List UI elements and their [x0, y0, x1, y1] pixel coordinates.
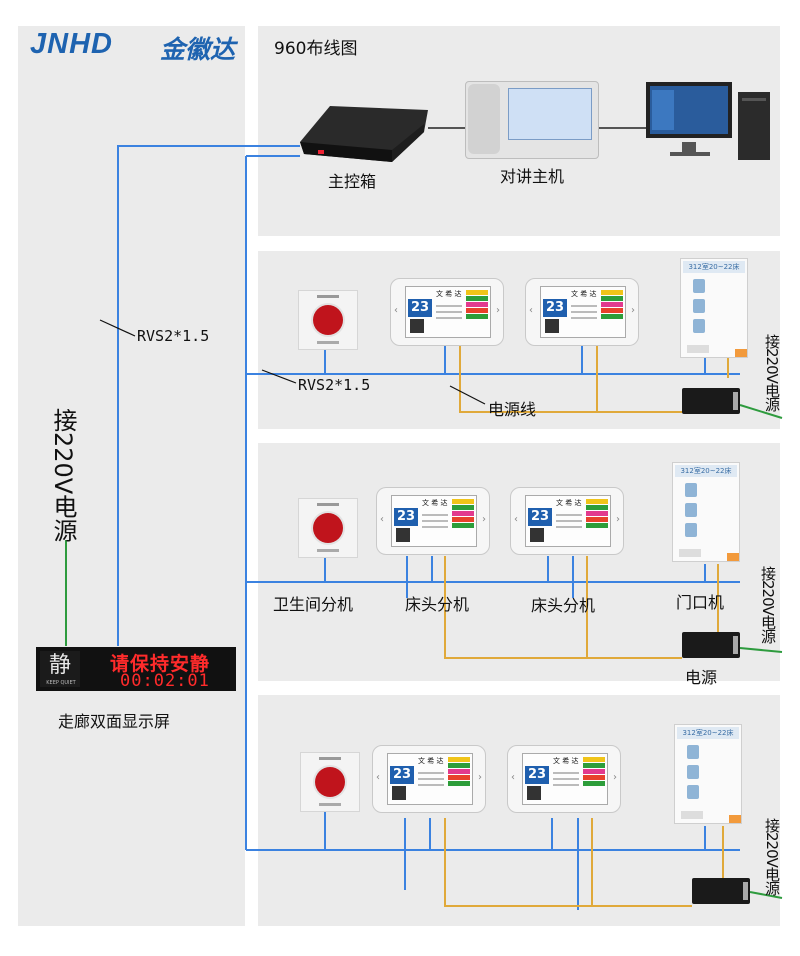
bathroom-call-button-1	[298, 290, 358, 350]
power-supply-3	[692, 878, 750, 904]
power-line-label: 电源线	[488, 400, 537, 419]
brand-logo-chinese: 金徽达	[160, 35, 236, 64]
intercom-host-label: 对讲主机	[500, 167, 565, 186]
bedside-terminal-2a: ‹ 23 文 希 达 ›	[376, 487, 490, 555]
master-control-box	[300, 104, 428, 162]
bedside-unit-label-1: 床头分机	[405, 595, 470, 614]
intercom-host-unit	[465, 81, 599, 159]
door-terminal-1: 312室20~22床	[680, 258, 748, 358]
mains-power-label-3: 接220V电源	[763, 818, 781, 895]
display-time: 00:02:01	[120, 671, 210, 691]
mains-wires	[65, 404, 783, 899]
power-supply-1	[682, 388, 740, 414]
mains-power-label-2: 接220V电源	[759, 566, 777, 643]
master-box-label: 主控箱	[328, 172, 377, 191]
bedside-terminal-1a: ‹ 23 文 希 达 ›	[390, 278, 504, 346]
door-terminal-2: 312室20~22床	[672, 462, 740, 562]
mains-power-label-1: 接220V电源	[763, 334, 781, 411]
cable-label-floor: RVS2*1.5	[298, 376, 371, 394]
bedside-terminal-3b: ‹ 23 文 希 达 ›	[507, 745, 621, 813]
bedside-terminal-3a: ‹ 23 文 希 达 ›	[372, 745, 486, 813]
brand-logo-latin: JNHD	[30, 28, 113, 60]
bathroom-call-button-2	[298, 498, 358, 558]
label-leaders	[99, 319, 486, 405]
bathroom-call-button-3	[300, 752, 360, 812]
handset-icon	[468, 84, 500, 154]
mains-power-label-left: 接220V电源	[49, 408, 77, 543]
display-message: 请保持安静	[110, 653, 211, 675]
cable-label-main: RVS2*1.5	[137, 327, 210, 345]
power-supply-2	[682, 632, 740, 658]
master-box-icon	[300, 106, 428, 162]
quiet-sign-en: KEEP QUIET	[46, 680, 76, 686]
bedside-unit-label-2: 床头分机	[531, 596, 596, 615]
computer-icon	[646, 80, 771, 162]
quiet-sign: 静	[40, 651, 80, 687]
corridor-display: 静 KEEP QUIET 请保持安静 00:02:01	[36, 647, 236, 691]
host-screen	[508, 88, 592, 140]
diagram-title: 960布线图	[274, 39, 358, 59]
corridor-panel	[18, 26, 245, 926]
bedside-terminal-1b: ‹ 23 文 希 达 ›	[525, 278, 639, 346]
door-terminal-3: 312室20~22床	[674, 724, 742, 824]
corridor-display-label: 走廊双面显示屏	[58, 712, 171, 731]
bathroom-unit-label: 卫生间分机	[273, 595, 354, 614]
power-supply-label: 电源	[685, 668, 718, 687]
bedside-terminal-2b: ‹ 23 文 希 达 ›	[510, 487, 624, 555]
power-wires	[444, 346, 729, 907]
signal-wires	[117, 145, 740, 910]
door-unit-label: 门口机	[676, 593, 725, 612]
